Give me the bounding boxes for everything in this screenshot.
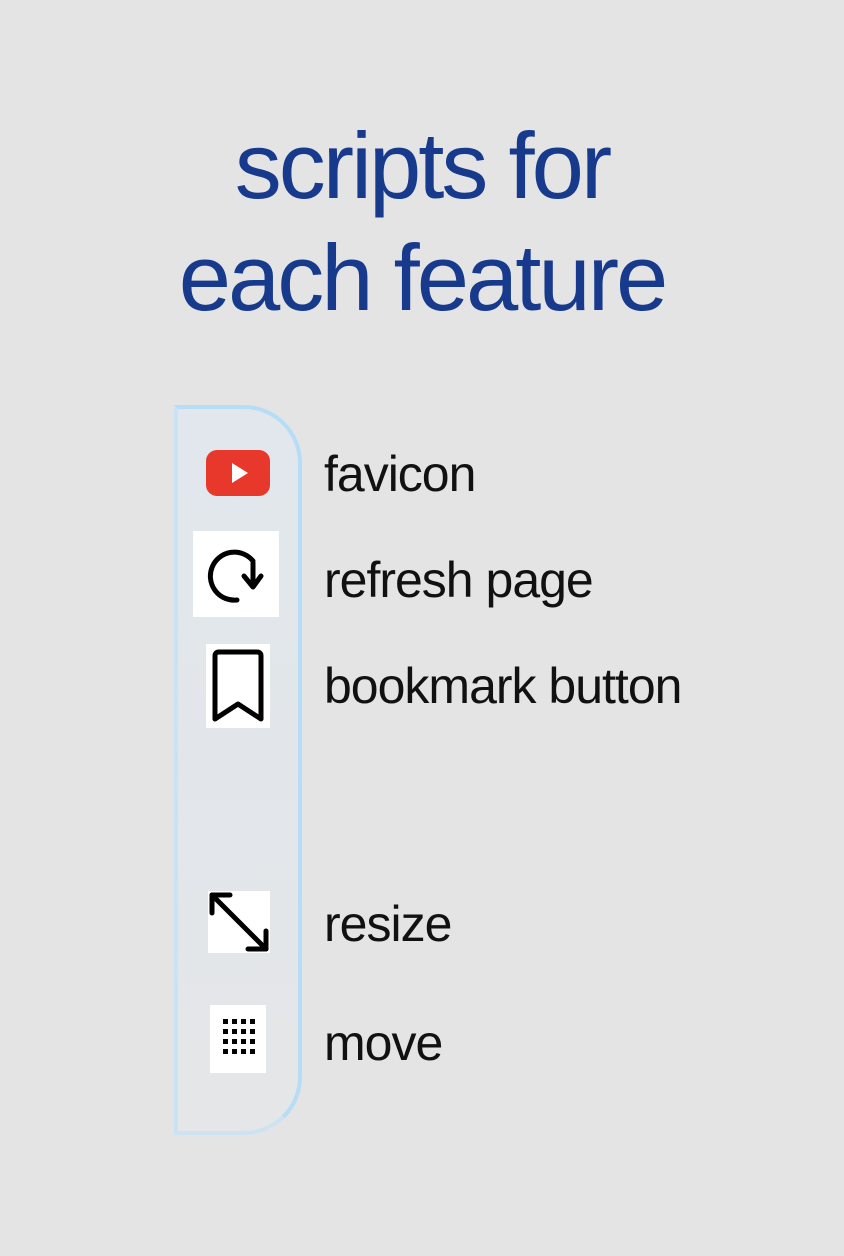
page-title: scripts for each feature — [0, 110, 844, 334]
resize-handle[interactable] — [208, 891, 270, 953]
youtube-play-icon — [206, 450, 270, 496]
refresh-icon — [207, 549, 264, 603]
favicon-button[interactable] — [206, 450, 270, 496]
drag-grip-icon — [223, 1019, 255, 1054]
feature-label-resize: resize — [324, 896, 452, 952]
move-handle[interactable] — [210, 1005, 266, 1073]
feature-label-bookmark: bookmark button — [324, 658, 682, 714]
feature-label-move: move — [324, 1015, 443, 1071]
feature-label-favicon: favicon — [324, 446, 476, 502]
feature-label-refresh: refresh page — [324, 552, 594, 608]
title-line-1: scripts for — [234, 113, 612, 218]
resize-diagonal-icon — [209, 892, 269, 952]
bookmark-button[interactable] — [206, 644, 270, 728]
title-line-2: each feature — [178, 225, 669, 330]
refresh-button[interactable] — [193, 531, 279, 617]
bookmark-icon — [212, 649, 264, 722]
